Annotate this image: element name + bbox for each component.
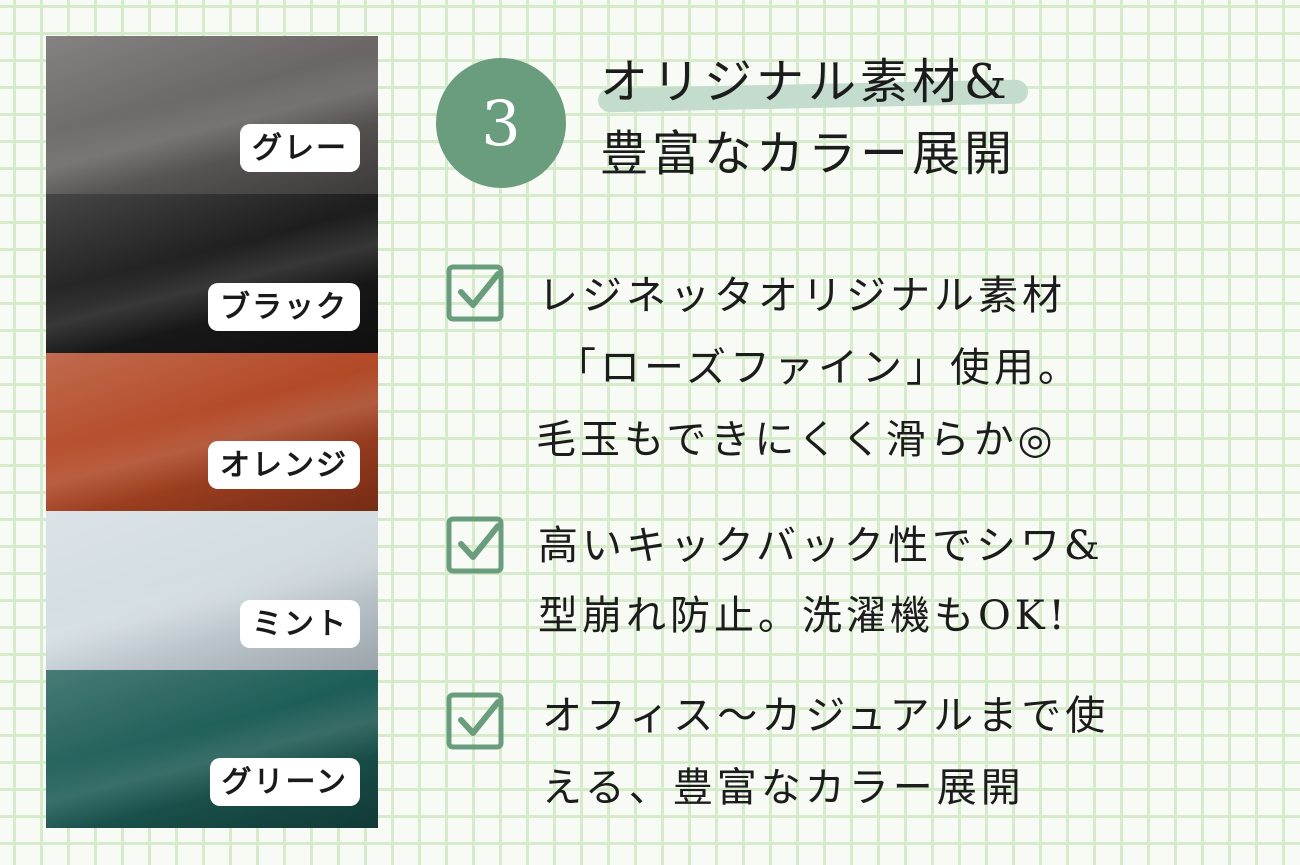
feature-3-line-2: える、豊富なカラー展開 [542, 765, 1025, 811]
swatch-label: ミント [240, 599, 360, 648]
checkmark-icon [446, 692, 504, 750]
checkmark-icon [446, 516, 504, 574]
color-swatch: ブラック [46, 194, 378, 353]
feature-1-line-3: 毛玉もできにくく滑らか◎ [536, 417, 1057, 463]
step-number-badge: 3 [436, 58, 566, 188]
swatch-label: グレー [240, 124, 360, 173]
swatch-label: オレンジ [208, 441, 360, 490]
color-swatch: グレー [46, 36, 378, 195]
color-swatch: グリーン [46, 669, 378, 828]
step-number: 3 [481, 86, 521, 160]
color-swatch: ミント [46, 511, 378, 670]
feature-3-line-1: オフィス〜カジュアルまで使 [542, 693, 1110, 739]
feature-2-line-2: 型崩れ防止。洗濯機もOK! [538, 593, 1069, 639]
color-swatch-column: グレーブラックオレンジミントグリーン [46, 36, 378, 828]
feature-2-line-1: 高いキックバック性でシワ& [538, 523, 1104, 569]
section-title-line-2: 豊富なカラー展開 [600, 126, 1017, 182]
checkmark-icon [446, 264, 504, 322]
swatch-label: グリーン [209, 757, 360, 806]
feature-1-line-1: レジネッタオリジナル素材 [538, 273, 1066, 319]
color-swatch: オレンジ [46, 352, 378, 512]
swatch-label: ブラック [208, 282, 360, 331]
section-title-line-1: オリジナル素材& [600, 54, 1011, 110]
feature-1-line-2: 「ローズファイン」使用。 [556, 345, 1082, 391]
